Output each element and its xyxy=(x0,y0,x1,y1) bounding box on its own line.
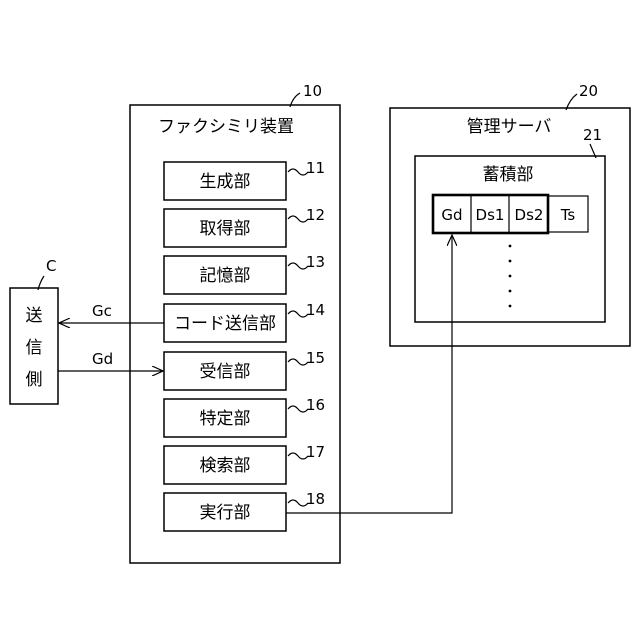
unit-leader xyxy=(288,311,308,317)
fax-unit-identification: 特定部 16 xyxy=(164,396,325,437)
fax-unit-acquisition: 取得部 12 xyxy=(164,206,325,247)
sender-char-3: 側 xyxy=(26,370,43,390)
unit-leader xyxy=(288,406,308,412)
unit-label: 検索部 xyxy=(200,456,251,476)
fax-unit-generation: 生成部 11 xyxy=(164,159,325,200)
sender-char-1: 送 xyxy=(26,306,43,326)
unit-label: 取得部 xyxy=(200,219,251,239)
unit-label: 生成部 xyxy=(200,172,251,192)
unit-ref: 17 xyxy=(306,443,325,461)
unit-leader xyxy=(288,500,308,506)
fax-unit-search: 検索部 17 xyxy=(164,443,325,484)
fax-device-title: ファクシミリ装置 xyxy=(158,117,294,137)
fax-device-ref: 10 xyxy=(303,82,322,100)
storage-ellipsis xyxy=(509,245,512,308)
sender-char-2: 信 xyxy=(26,338,43,358)
storage-title: 蓄積部 xyxy=(483,165,534,185)
unit-label: 実行部 xyxy=(200,503,251,523)
unit-label: 記憶部 xyxy=(200,266,251,286)
unit-label: 受信部 xyxy=(200,362,251,382)
unit-leader xyxy=(288,169,308,175)
storage-cell-ds1: Ds1 xyxy=(476,206,505,224)
unit-label: 特定部 xyxy=(200,409,251,429)
fax-unit-code-transmission: コード送信部 14 xyxy=(164,301,325,342)
unit-ref: 15 xyxy=(306,349,325,367)
unit-leader xyxy=(288,263,308,269)
storage-cell-gd: Gd xyxy=(441,206,462,224)
storage-ref: 21 xyxy=(583,126,602,144)
unit-leader xyxy=(288,359,308,365)
fax-unit-execution: 実行部 18 xyxy=(164,490,325,531)
unit-ref: 13 xyxy=(306,253,325,271)
server-ref: 20 xyxy=(579,82,598,100)
unit-ref: 18 xyxy=(306,490,325,508)
gc-arrow-label: Gc xyxy=(92,302,112,320)
gd-arrow-label: Gd xyxy=(92,350,113,368)
sender-ref: C xyxy=(46,257,56,275)
unit-ref: 11 xyxy=(306,159,325,177)
unit-ref: 14 xyxy=(306,301,325,319)
unit-ref: 12 xyxy=(306,206,325,224)
unit-label: コード送信部 xyxy=(174,314,276,334)
unit-leader xyxy=(288,453,308,459)
server-title: 管理サーバ xyxy=(467,117,552,137)
storage-cell-ts-label: Ts xyxy=(560,206,576,224)
storage-cell-ds2: Ds2 xyxy=(515,206,544,224)
fax-unit-receiving: 受信部 15 xyxy=(164,349,325,390)
fax-unit-storage: 記憶部 13 xyxy=(164,253,325,294)
unit-ref: 16 xyxy=(306,396,325,414)
execution-to-storage-arrow xyxy=(286,235,452,513)
unit-leader xyxy=(288,216,308,222)
